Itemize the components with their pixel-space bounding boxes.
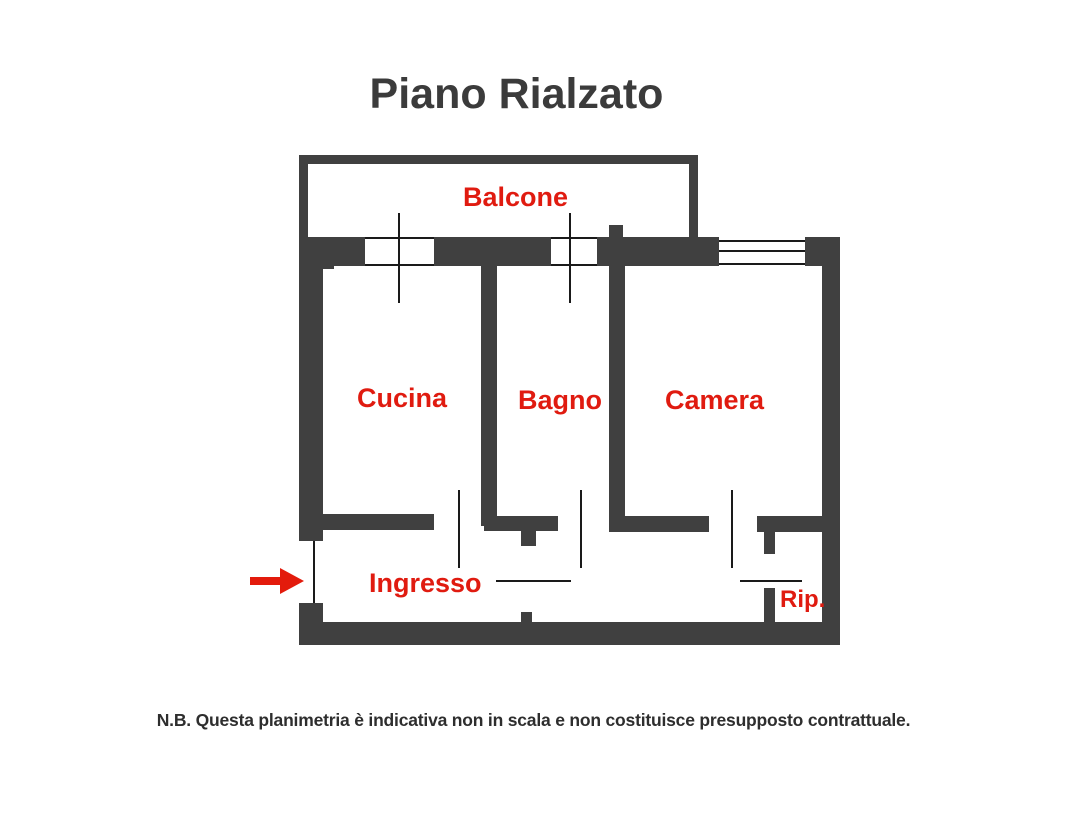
window-2-frame-top (551, 237, 597, 239)
window-1-frame-bottom (365, 264, 434, 266)
partition-top-stub-2 (609, 225, 623, 267)
bagno-wall-bottom-stub (521, 516, 536, 546)
window-3-frame-top (719, 240, 805, 242)
camera-door-line (731, 490, 733, 568)
window-3-frame-mid (719, 250, 805, 252)
camera-wall-bottom (609, 516, 709, 532)
bottom-wall-stub-center (521, 612, 532, 625)
storage-wall-lower-stub (764, 588, 775, 624)
exterior-wall-right (822, 237, 840, 645)
room-label-cucina: Cucina (357, 383, 448, 413)
storage-door-line (740, 580, 802, 582)
balcony-wall-top (299, 155, 698, 164)
partition-top-stub-1 (481, 237, 497, 267)
room-label-bagno: Bagno (518, 385, 602, 415)
window-1-frame-top (365, 237, 434, 239)
disclaimer-note: N.B. Questa planimetria è indicativa non… (0, 710, 1077, 731)
storage-wall-left (764, 516, 775, 554)
balcony-wall-right (689, 155, 698, 240)
ingresso-door-line (496, 580, 571, 582)
page-title: Piano Rialzato (0, 70, 1077, 119)
partition-top-stub-3 (322, 261, 334, 269)
disclaimer-note-text: N.B. Questa planimetria è indicativa non… (156, 710, 911, 730)
cucina-door-line (458, 490, 460, 568)
entrance-arrow (250, 568, 304, 594)
window-2-frame-bottom (551, 264, 597, 266)
exterior-wall-bottom (299, 622, 840, 645)
window-1-axis-line (398, 213, 400, 303)
room-label-ripostiglio: Rip. (780, 586, 826, 613)
window-2-axis-line (569, 213, 571, 303)
window-3-frame-bottom (719, 263, 805, 265)
partition-cucina-bagno (481, 261, 497, 526)
balcony-wall-left (299, 155, 308, 240)
bagno-door-line (580, 490, 582, 568)
room-label-ingresso: Ingresso (369, 568, 482, 598)
room-label-camera: Camera (665, 385, 765, 415)
partition-bagno-camera (609, 261, 625, 526)
room-label-balcone: Balcone (463, 182, 569, 212)
page-title-text: Piano Rialzato (369, 70, 664, 118)
exterior-wall-left-upper (299, 237, 323, 541)
cucina-wall-bottom (310, 514, 434, 530)
entry-door-frame (313, 541, 315, 603)
